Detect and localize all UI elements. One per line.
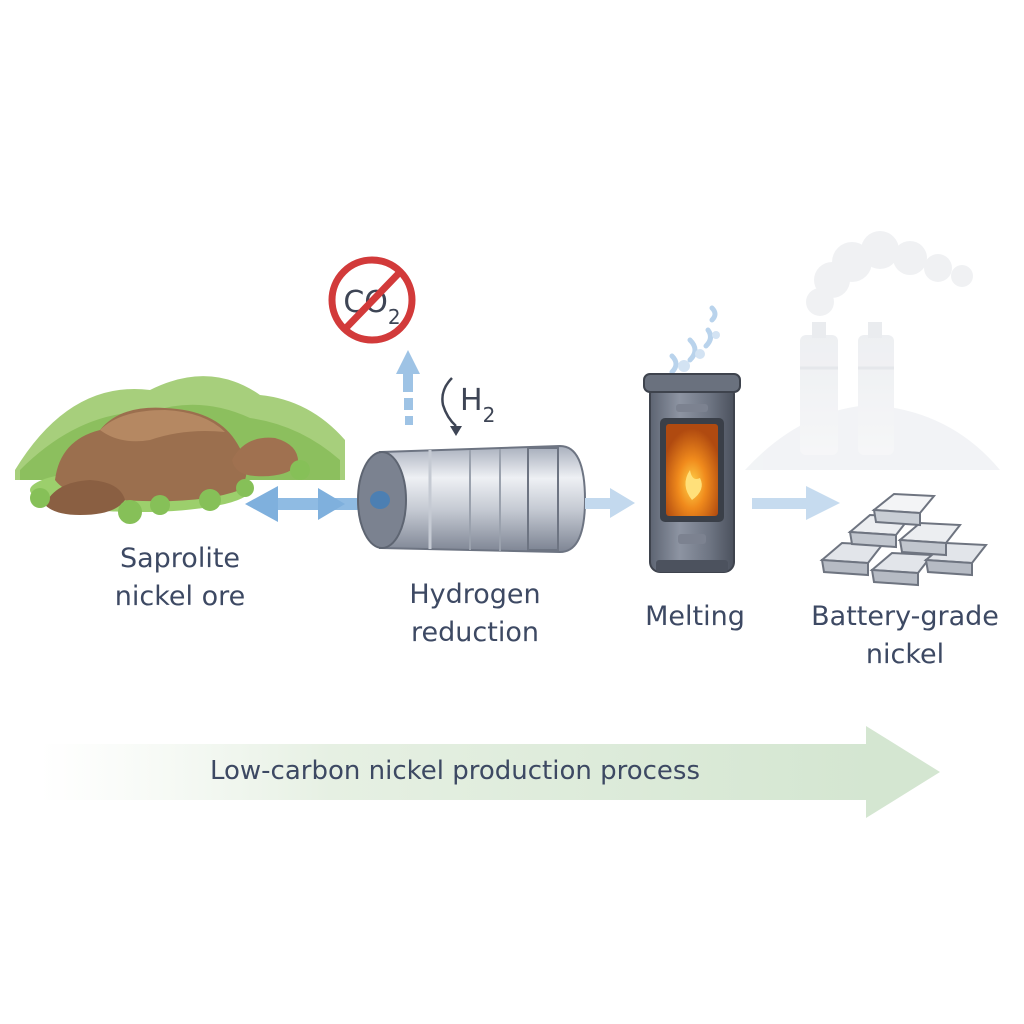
steam-icon (669, 305, 718, 375)
stage-label-hydrogen: Hydrogen reduction (345, 576, 605, 652)
flow-arrow-right (585, 488, 635, 518)
stage-label-line: nickel (865, 639, 945, 670)
h2-label: H2 (460, 383, 495, 427)
stage-label-line: Hydrogen (409, 579, 541, 610)
flow-arrow-bidirectional (245, 486, 380, 522)
rock-mountain-icon (15, 376, 345, 524)
no-co2-icon: CO2 (328, 256, 416, 344)
hydrogen-inlet: H2 (441, 377, 495, 436)
stage-label-line: reduction (411, 617, 539, 648)
stage-label-line: Melting (645, 601, 745, 632)
process-banner-label: Low-carbon nickel production process (209, 756, 701, 786)
cylinder-reactor-icon (357, 444, 587, 554)
stage-label-line: nickel ore (114, 581, 246, 612)
nickel-ingot-stack-icon (819, 492, 988, 587)
stage-label-melting: Melting (610, 598, 780, 636)
factory-smokestack-icon (745, 231, 1000, 470)
emission-arrow-up (396, 350, 420, 425)
stage-label-product: Battery-grade nickel (790, 598, 1020, 674)
stage-label-line: Saprolite (119, 543, 241, 574)
process-banner-arrow (40, 726, 940, 818)
stage-label-line: Battery-grade (811, 601, 999, 632)
stage-label-ore: Saprolite nickel ore (60, 540, 300, 616)
smoke-icon (806, 231, 973, 316)
flow-arrow-right-2 (752, 486, 840, 520)
furnace-icon (643, 373, 741, 573)
